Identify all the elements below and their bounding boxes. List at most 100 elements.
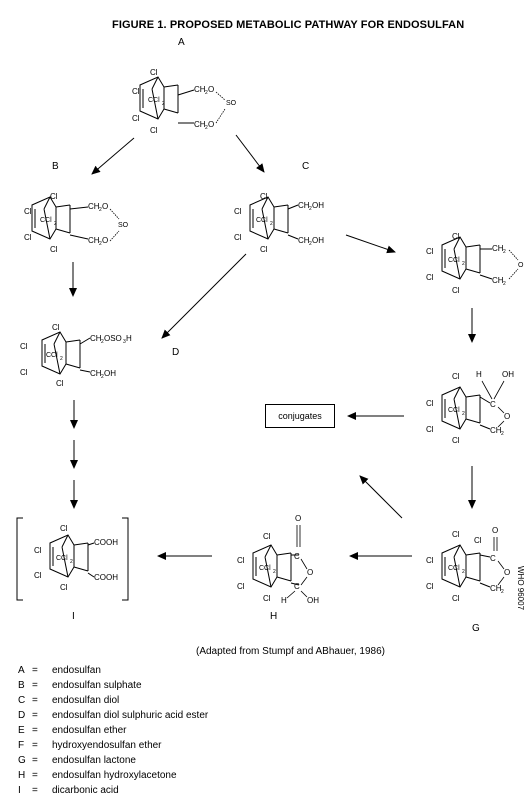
- legend-item: C=endosulfan diol: [18, 695, 208, 710]
- svg-text:CCl: CCl: [448, 565, 460, 572]
- svg-text:Cl: Cl: [263, 532, 271, 541]
- svg-text:Cl: Cl: [24, 207, 32, 216]
- legend-key: E: [18, 725, 25, 736]
- svg-text:Cl: Cl: [426, 247, 434, 256]
- figure-credit: (Adapted from Stumpf and ABhauer, 1986): [196, 646, 386, 657]
- legend-item: A=endosulfan: [18, 665, 208, 680]
- legend-equals: =: [32, 680, 38, 691]
- svg-text:O: O: [295, 514, 301, 523]
- svg-text:2: 2: [101, 374, 104, 380]
- svg-text:Cl: Cl: [452, 594, 460, 603]
- svg-text:CCl: CCl: [259, 565, 271, 572]
- svg-text:O: O: [307, 568, 313, 577]
- legend-equals: =: [32, 695, 38, 706]
- a-o-top: O: [208, 85, 214, 94]
- svg-text:Cl: Cl: [237, 556, 245, 565]
- svg-text:2: 2: [273, 569, 276, 575]
- a-ccl2: CCl: [148, 97, 160, 104]
- legend-item: H=endosulfan hydroxylacetone: [18, 770, 208, 785]
- svg-text:Cl: Cl: [20, 342, 28, 351]
- svg-text:Cl: Cl: [24, 233, 32, 242]
- legend-item: F=hydroxyendosulfan ether: [18, 740, 208, 755]
- svg-text:O: O: [102, 202, 108, 211]
- svg-text:2: 2: [501, 431, 504, 437]
- arrow-a-c: [235, 134, 265, 173]
- svg-text:SO: SO: [118, 222, 129, 229]
- svg-text:Cl: Cl: [20, 368, 28, 377]
- svg-text:O: O: [492, 526, 498, 535]
- structure-i: Cl Cl Cl Cl CCl 2 COOH COOH: [34, 524, 118, 592]
- structure-e: Cl Cl Cl Cl CCl 2 CH 2 CH 2 O: [426, 232, 524, 295]
- svg-text:Cl: Cl: [52, 323, 60, 332]
- legend-key: I: [18, 785, 21, 796]
- legend-name: dicarbonic acid: [52, 785, 119, 796]
- a-cl-top: Cl: [150, 68, 158, 77]
- legend-name: endosulfan sulphate: [52, 680, 142, 691]
- a-sub-top: 2: [205, 90, 208, 96]
- a-ch2o-bot: CH: [194, 120, 206, 129]
- svg-text:Cl: Cl: [237, 582, 245, 591]
- svg-text:2: 2: [70, 559, 73, 565]
- svg-text:Cl: Cl: [260, 245, 268, 254]
- a-cl-left1: Cl: [132, 87, 140, 96]
- arrow-a-b: [91, 137, 135, 175]
- legend-key: G: [18, 755, 26, 766]
- label-h: H: [270, 611, 278, 622]
- bracket-left: [16, 517, 23, 601]
- svg-text:2: 2: [462, 569, 465, 575]
- structure-h: Cl Cl Cl Cl CCl 2 O C C O H OH: [237, 514, 319, 605]
- legend-equals: =: [32, 710, 38, 721]
- legend-item: E=endosulfan ether: [18, 725, 208, 740]
- svg-text:Cl: Cl: [452, 372, 460, 381]
- svg-text:O: O: [504, 412, 510, 421]
- svg-text:Cl: Cl: [426, 425, 434, 434]
- arrow-g-conjugates: [359, 475, 403, 519]
- legend-item: D = endosulfan diol sulphuric acid ester: [18, 710, 208, 725]
- svg-text:OSO: OSO: [104, 334, 122, 343]
- svg-text:CH: CH: [298, 201, 310, 210]
- a-cl-left2: Cl: [132, 114, 140, 123]
- svg-text:CH: CH: [90, 369, 102, 378]
- svg-text:Cl: Cl: [426, 556, 434, 565]
- legend-name: hydroxyendosulfan ether: [52, 740, 162, 751]
- legend-item: G=endosulfan lactone: [18, 755, 208, 770]
- svg-text:CH: CH: [490, 584, 502, 593]
- conjugates-box: conjugates: [265, 404, 335, 428]
- svg-text:2: 2: [99, 207, 102, 213]
- svg-text:Cl: Cl: [426, 273, 434, 282]
- arrow-c-e: [345, 234, 396, 254]
- svg-text:Cl: Cl: [263, 594, 271, 603]
- svg-text:OH: OH: [502, 370, 514, 379]
- legend-name: endosulfan diol sulphuric acid ester: [52, 710, 209, 721]
- arrow-c-d: [161, 253, 247, 339]
- side-code: WHO 96007: [516, 566, 525, 611]
- svg-text:Cl: Cl: [34, 546, 42, 555]
- label-c: C: [302, 161, 310, 172]
- svg-text:C: C: [490, 400, 496, 409]
- structure-b: Cl Cl Cl Cl CCl 2 CH 2 O CH 2 O SO: [24, 192, 129, 254]
- legend-item: I=dicarbonic acid: [18, 785, 208, 800]
- svg-text:Cl: Cl: [56, 379, 64, 388]
- structure-a: Cl Cl Cl Cl CCl 2 CH 2 O CH 2 O SO: [132, 68, 237, 135]
- svg-text:OH: OH: [307, 596, 319, 605]
- svg-text:2: 2: [99, 241, 102, 247]
- structure-f: Cl Cl Cl Cl CCl 2 H OH C CH 2 O: [426, 370, 514, 445]
- structure-c: Cl Cl Cl Cl CCl 2 CH 2 OH CH 2 OH: [234, 192, 324, 254]
- svg-text:CCl: CCl: [46, 352, 58, 359]
- svg-text:CCl: CCl: [256, 217, 268, 224]
- label-d: D: [172, 347, 180, 358]
- svg-text:H: H: [126, 334, 132, 343]
- svg-text:CH: CH: [298, 236, 310, 245]
- svg-text:Cl: Cl: [426, 582, 434, 591]
- svg-text:2: 2: [101, 339, 104, 345]
- svg-text:CCl: CCl: [56, 555, 68, 562]
- svg-text:Cl: Cl: [234, 233, 242, 242]
- svg-text:OH: OH: [104, 369, 116, 378]
- svg-text:Cl: Cl: [452, 436, 460, 445]
- a-sub-bot: 2: [205, 125, 208, 131]
- svg-text:O: O: [504, 568, 510, 577]
- legend-key: D: [18, 710, 26, 721]
- svg-text:CCl: CCl: [40, 217, 52, 224]
- svg-text:O: O: [518, 262, 524, 269]
- legend-name: endosulfan diol: [52, 695, 120, 706]
